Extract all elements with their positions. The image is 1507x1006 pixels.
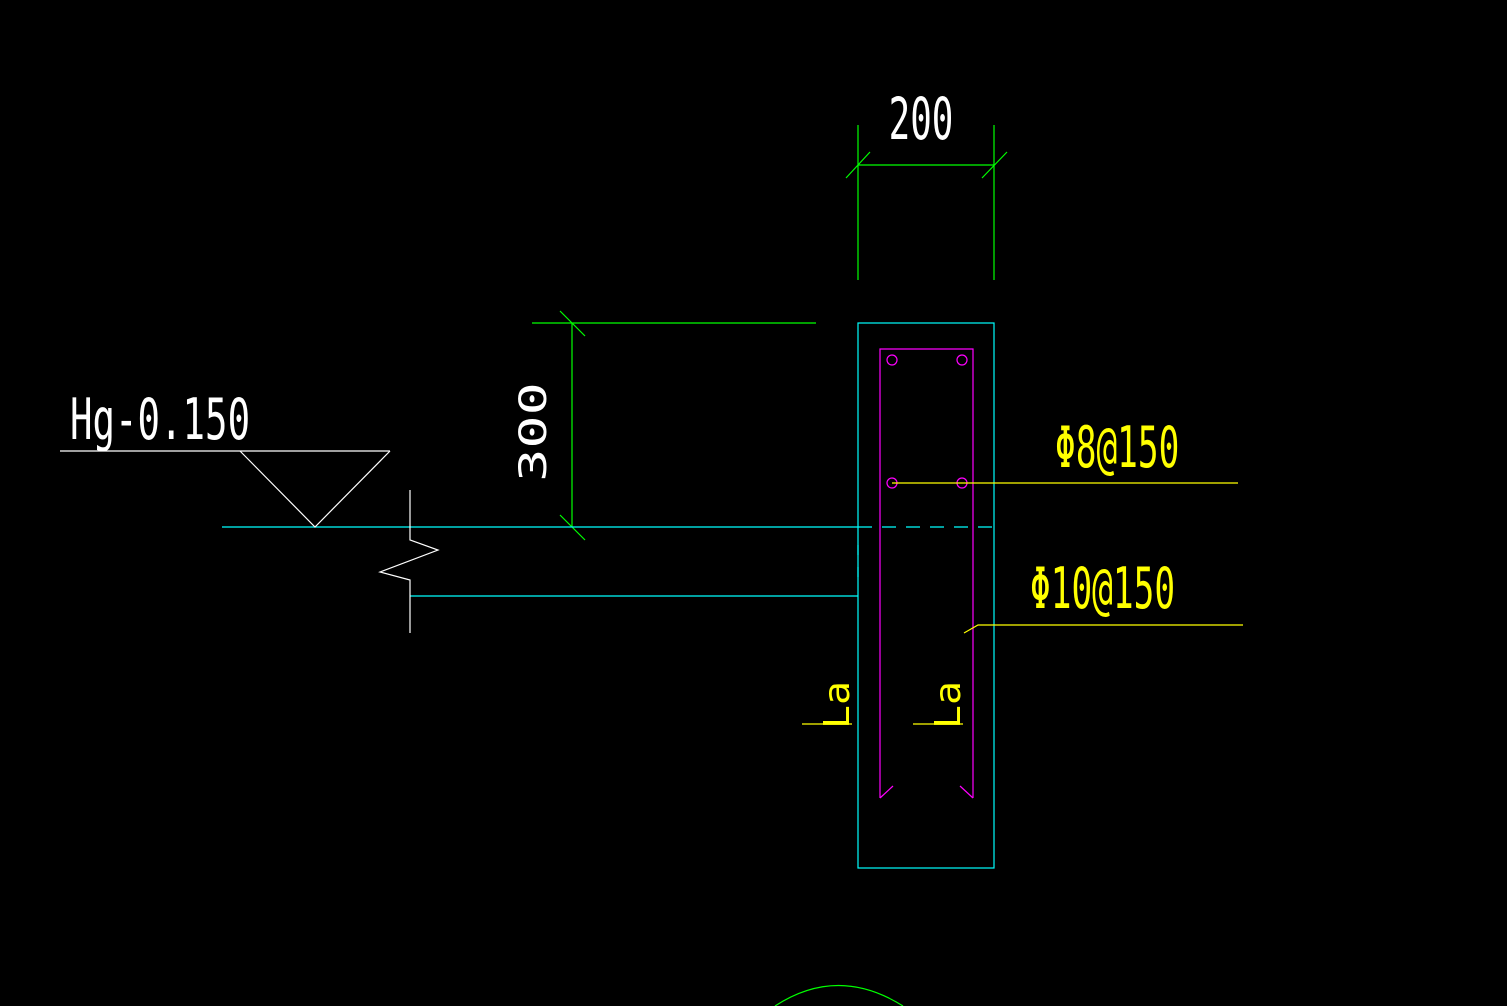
dimension-group [532, 125, 1008, 1006]
stirrup-hook-left [879, 785, 894, 799]
elevation-triangle-icon [239, 450, 391, 528]
leader-main [963, 624, 1243, 634]
anchor-label-right: La [927, 681, 969, 729]
annotation-group [802, 482, 1243, 725]
dim-tick-right [981, 151, 1008, 179]
rebar-bar-top-left [886, 354, 898, 366]
stirrup [879, 348, 974, 798]
anchor-label-left: La [816, 681, 858, 729]
rebar-group [879, 348, 974, 799]
break-group [60, 450, 440, 633]
rebar-bar-top-right [956, 354, 968, 366]
dimension-height-text: 300 [512, 382, 556, 482]
outline-group [222, 322, 995, 869]
dim-tick-top [559, 310, 586, 337]
rebar-main-text: Φ10@150 [1030, 556, 1175, 622]
stirrup-hook-right [959, 785, 974, 799]
elevation-label: Hg-0.150 [70, 387, 250, 453]
rebar-stirrup-text: Φ8@150 [1055, 415, 1179, 481]
break-line [378, 490, 440, 633]
dimension-width-text: 200 [889, 87, 954, 153]
dim-tick-left [845, 151, 871, 179]
bottom-arc [774, 985, 904, 1006]
